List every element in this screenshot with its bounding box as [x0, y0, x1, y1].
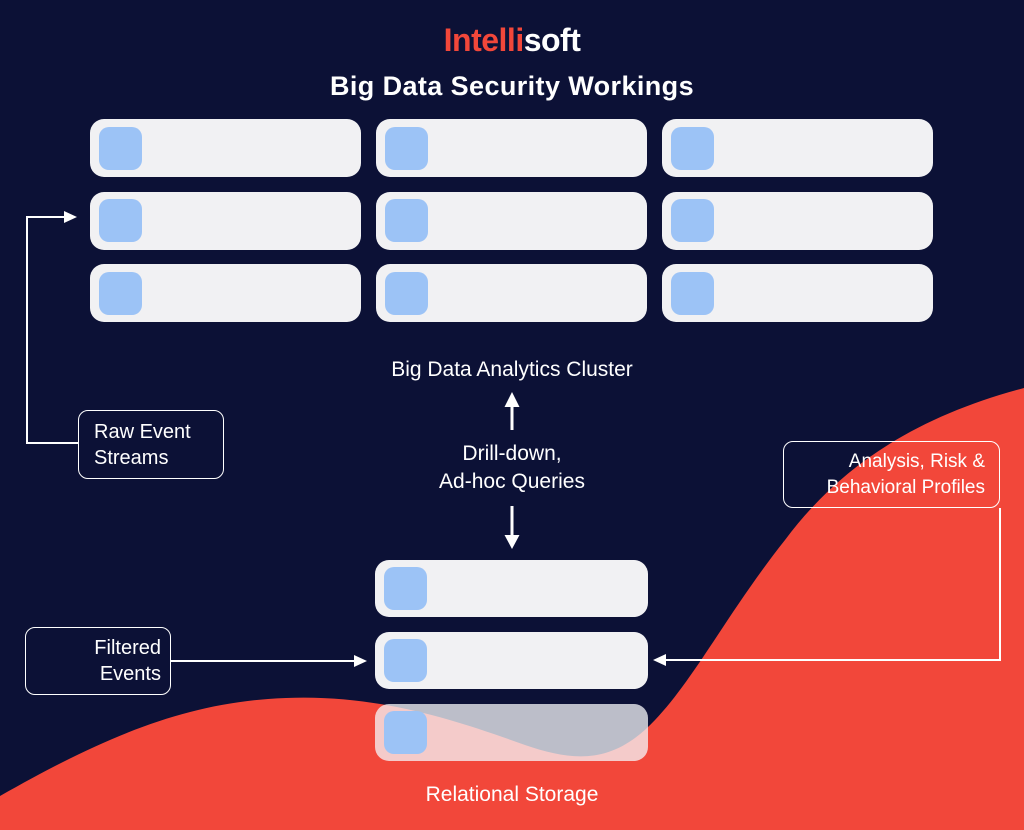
- server-bar-node: [376, 119, 647, 177]
- server-bar-node: [376, 191, 647, 250]
- analysis-profiles-box: Analysis, Risk & Behavioral Profiles: [783, 441, 1000, 508]
- server-bar-node: [90, 191, 361, 250]
- server-chip-icon: [385, 271, 428, 315]
- queries-label-line1: Drill-down,: [462, 442, 562, 465]
- raw-event-streams-line2: Streams: [94, 446, 169, 469]
- server-chip-icon: [384, 711, 427, 754]
- queries-label: Drill-down, Ad-hoc Queries: [0, 440, 1024, 496]
- server-bar-node: [662, 191, 933, 250]
- server-chip-icon: [385, 126, 428, 170]
- server-chip-icon: [384, 567, 427, 610]
- server-bar-node: [375, 560, 648, 617]
- page-title: Big Data Security Workings: [330, 71, 694, 101]
- brand-logo-secondary: soft: [523, 22, 581, 58]
- server-chip-icon: [99, 199, 142, 242]
- server-bar-node: [662, 119, 933, 177]
- server-chip-icon: [671, 199, 714, 242]
- analysis-profiles-line1: Analysis, Risk &: [848, 450, 985, 472]
- server-bar-node: [375, 632, 648, 689]
- filtered-events-line1: Filtered: [94, 637, 161, 659]
- server-chip-icon: [99, 126, 142, 170]
- server-chip-icon: [384, 639, 427, 682]
- server-bar-node: [662, 264, 933, 322]
- raw-event-streams-box: Raw Event Streams: [78, 410, 224, 479]
- server-chip-icon: [671, 271, 714, 315]
- storage-label: Relational Storage: [425, 783, 599, 806]
- server-chip-icon: [385, 199, 428, 242]
- cluster-label: Big Data Analytics Cluster: [391, 358, 633, 381]
- server-chip-icon: [99, 271, 142, 315]
- analysis-profiles-line2: Behavioral Profiles: [826, 476, 985, 498]
- filtered-events-line2: Events: [99, 663, 161, 685]
- server-bar-node: [90, 119, 361, 177]
- server-chip-icon: [671, 126, 714, 170]
- server-bar-node: [376, 264, 647, 322]
- server-bar-node: [375, 704, 648, 761]
- queries-label-line2: Ad-hoc Queries: [439, 470, 585, 493]
- server-bar-node: [90, 264, 361, 322]
- raw-event-streams-line1: Raw Event: [94, 420, 191, 443]
- storage-stack: [375, 560, 648, 761]
- filtered-events-box: Filtered Events: [25, 627, 171, 695]
- brand-logo: Intellisoft: [0, 22, 1024, 59]
- cluster-grid: [90, 119, 933, 322]
- brand-logo-primary: Intelli: [443, 22, 525, 58]
